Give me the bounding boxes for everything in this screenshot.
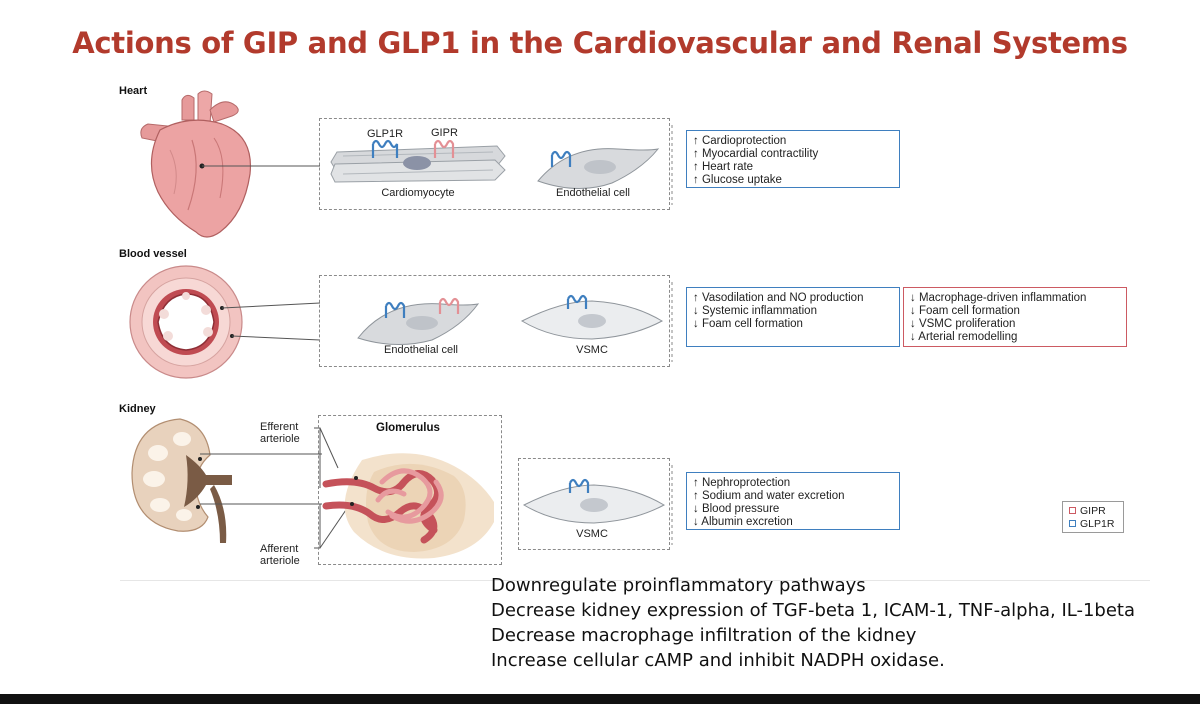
glp1r-receptor-icon [371, 139, 399, 158]
bottom-bar [0, 694, 1200, 704]
afferent-arteriole-label: Afferent arteriole [260, 543, 300, 567]
glomerulus-label: Glomerulus [376, 422, 440, 434]
kidney-connector-lines [200, 427, 351, 549]
glp1r-receptor-icon [568, 478, 590, 493]
endothelial-cell-illustration [357, 297, 480, 346]
efferent-arteriole-label: Efferent arteriole [260, 421, 300, 445]
kidney-effect-item: ↓ Albumin excretion [693, 516, 793, 528]
note-item: Increase cellular cAMP and inhibit NADPH… [491, 650, 945, 671]
cardiomyocyte-illustration [330, 139, 506, 183]
heart-effect-item: ↑ Cardioprotection [693, 135, 787, 147]
section-divider [120, 580, 1150, 581]
page-title: Actions of GIP and GLP1 in the Cardiovas… [72, 26, 1128, 60]
vessel-effect-item: ↑ Vasodilation and NO production [693, 292, 864, 304]
kidney-vsmc-panel [518, 458, 670, 550]
heart-effect-item: ↑ Heart rate [693, 161, 754, 173]
kidney-effect-item: ↓ Blood pressure [693, 503, 780, 515]
heart-panel-separator [671, 125, 673, 205]
legend-item-glp1r: GLP1R [1069, 518, 1117, 531]
vsmc-illustration [522, 478, 666, 524]
vessel-gipr-effects-box: ↓ Macrophage-driven inflammation ↓ Foam … [903, 287, 1127, 347]
vsmc-label-vessel: VSMC [576, 344, 608, 356]
vsmc-label-kidney: VSMC [576, 528, 608, 540]
vessel-effect-item: ↓ VSMC proliferation [910, 318, 1016, 330]
kidney-panel-separator [671, 465, 673, 545]
endothelial-cell-label-heart: Endothelial cell [556, 187, 630, 199]
heart-effect-item: ↑ Myocardial contractility [693, 148, 819, 160]
vessel-effect-item: ↓ Systemic inflammation [693, 305, 817, 317]
blood-vessel-section-label: Blood vessel [119, 248, 187, 260]
heart-cells-panel [319, 118, 670, 210]
gipr-receptor-icon [438, 297, 460, 314]
mechanism-notes: Downregulate proinflammatory pathways De… [491, 573, 1135, 673]
glp1r-receptor-icon [550, 150, 572, 167]
glomerulus-panel [318, 415, 502, 565]
legend-item-gipr: GIPR [1069, 505, 1117, 518]
heart-illustration [140, 90, 252, 238]
glp1r-receptor-icon [566, 294, 588, 309]
kidney-section-label: Kidney [119, 403, 156, 415]
endothelial-cell-label-vessel: Endothelial cell [384, 344, 458, 356]
kidney-effect-item: ↑ Sodium and water excretion [693, 490, 845, 502]
kidney-illustration [131, 418, 232, 543]
heart-connector-line [202, 165, 320, 167]
gipr-swatch-icon [1069, 507, 1076, 514]
heart-effects-box: ↑ Cardioprotection ↑ Myocardial contract… [686, 130, 900, 188]
gipr-receptor-label: GIPR [431, 127, 458, 139]
glomerulus-illustration [322, 453, 494, 559]
vessel-effect-item: ↓ Foam cell formation [910, 305, 1020, 317]
heart-effect-item: ↑ Glucose uptake [693, 174, 782, 186]
kidney-effect-item: ↑ Nephroprotection [693, 477, 791, 489]
cardiomyocyte-label: Cardiomyocyte [381, 187, 455, 199]
note-item: Downregulate proinflammatory pathways [491, 575, 866, 596]
vsmc-illustration [520, 294, 664, 340]
glp1r-receptor-label: GLP1R [367, 128, 404, 140]
heart-section-label: Heart [119, 85, 148, 97]
note-item: Decrease macrophage infiltration of the … [491, 625, 917, 646]
gipr-receptor-icon [433, 139, 455, 158]
endothelial-cell-illustration [537, 148, 660, 190]
glp1r-swatch-icon [1069, 520, 1076, 527]
kidney-effects-box: ↑ Nephroprotection ↑ Sodium and water ex… [686, 472, 900, 530]
note-item: Decrease kidney expression of TGF-beta 1… [491, 600, 1136, 621]
vessel-effect-item: ↓ Foam cell formation [693, 318, 803, 330]
vessel-glp1r-effects-box: ↑ Vasodilation and NO production ↓ Syste… [686, 287, 900, 347]
blood-vessel-cross-section [129, 265, 243, 379]
vessel-effect-item: ↓ Macrophage-driven inflammation [910, 292, 1087, 304]
vessel-effect-item: ↓ Arterial remodelling [910, 331, 1018, 343]
blood-vessel-connector-lines [221, 302, 321, 341]
receptor-legend: GIPR GLP1R [1062, 501, 1124, 533]
vessel-panel-separator [671, 282, 673, 362]
blood-vessel-cells-panel [319, 275, 670, 367]
glp1r-receptor-icon [384, 301, 406, 318]
